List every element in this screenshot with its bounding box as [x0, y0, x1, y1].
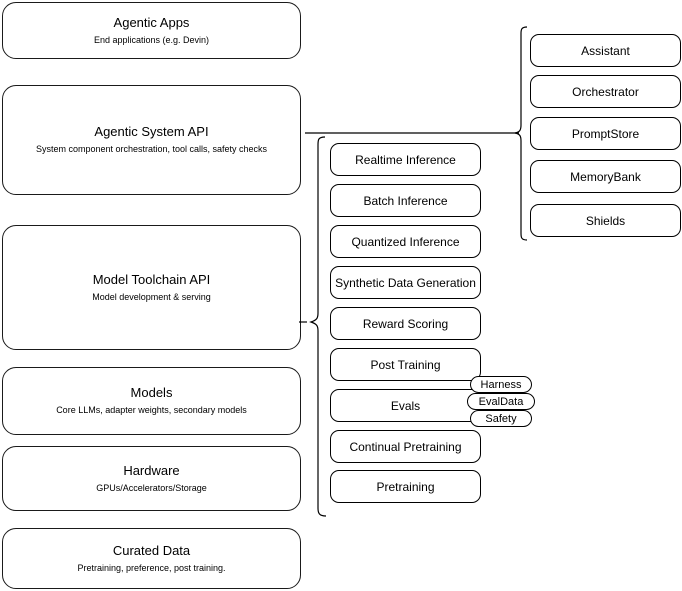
toolchain-item-quantized-inference[interactable]: Quantized Inference: [330, 225, 481, 258]
eval-subcomponent-safety[interactable]: Safety: [470, 410, 532, 427]
toolchain-item-post-training[interactable]: Post Training: [330, 348, 481, 381]
layer-subtitle: System component orchestration, tool cal…: [35, 144, 268, 154]
layer-subtitle: Core LLMs, adapter weights, secondary mo…: [56, 405, 247, 415]
layer-title: Curated Data: [112, 542, 191, 558]
layer-title: Models: [130, 385, 173, 400]
model-toolchain-bracket: [309, 136, 327, 517]
layer-subtitle: Model development & serving: [92, 291, 211, 302]
toolchain-item-synthetic-data-generation[interactable]: Synthetic Data Generation: [330, 266, 481, 299]
layer-agentic-system-api[interactable]: Agentic System API System component orch…: [2, 85, 301, 195]
system-item-assistant[interactable]: Assistant: [530, 34, 681, 67]
toolchain-item-evals[interactable]: Evals: [330, 389, 481, 422]
layer-subtitle: End applications (e.g. Devin): [93, 34, 210, 45]
toolchain-item-continual-pretraining[interactable]: Continual Pretraining: [330, 430, 481, 463]
toolchain-item-realtime-inference[interactable]: Realtime Inference: [330, 143, 481, 176]
layer-model-toolchain-api[interactable]: Model Toolchain API Model development & …: [2, 225, 301, 350]
layer-models[interactable]: Models Core LLMs, adapter weights, secon…: [2, 367, 301, 435]
layer-subtitle: GPUs/Accelerators/Storage: [96, 482, 207, 493]
system-item-memorybank[interactable]: MemoryBank: [530, 160, 681, 193]
system-item-orchestrator[interactable]: Orchestrator: [530, 75, 681, 108]
eval-subcomponent-evaldata[interactable]: EvalData: [467, 393, 535, 410]
toolchain-item-reward-scoring[interactable]: Reward Scoring: [330, 307, 481, 340]
eval-subcomponent-harness[interactable]: Harness: [470, 376, 532, 393]
toolchain-item-pretraining[interactable]: Pretraining: [330, 470, 481, 503]
toolchain-item-batch-inference[interactable]: Batch Inference: [330, 184, 481, 217]
layer-subtitle: Pretraining, preference, post training.: [77, 562, 226, 573]
layer-title: Model Toolchain API: [92, 271, 211, 287]
layer-title: Agentic Apps: [113, 14, 190, 30]
layer-hardware[interactable]: Hardware GPUs/Accelerators/Storage: [2, 446, 301, 511]
system-item-shields[interactable]: Shields: [530, 204, 681, 237]
layer-curated-data[interactable]: Curated Data Pretraining, preference, po…: [2, 528, 301, 589]
agentic-system-bracket: [514, 26, 528, 241]
system-item-promptstore[interactable]: PromptStore: [530, 117, 681, 150]
layer-agentic-apps[interactable]: Agentic Apps End applications (e.g. Devi…: [2, 2, 301, 59]
layer-title: Agentic System API: [94, 124, 209, 139]
layer-title: Hardware: [123, 462, 180, 478]
